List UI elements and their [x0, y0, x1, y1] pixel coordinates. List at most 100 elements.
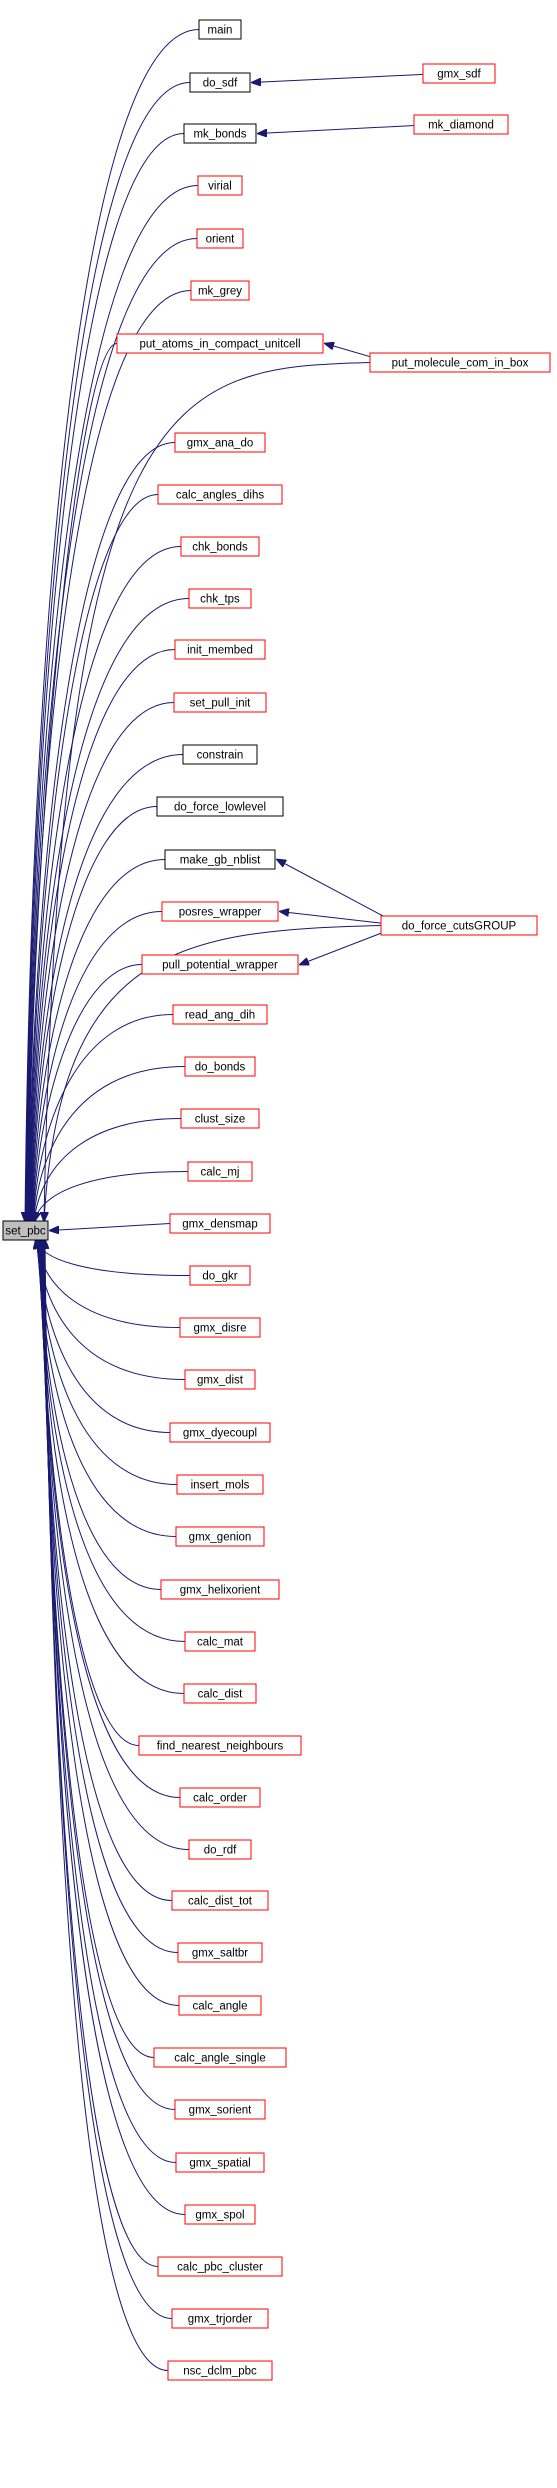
- edge-do-force-lowlevel-to-set-pbc: [31, 806, 158, 1222]
- node-insert-mols[interactable]: insert_mols: [176, 1474, 264, 1495]
- node-box: [187, 1161, 253, 1182]
- node-do-force-lowlevel[interactable]: do_force_lowlevel: [156, 796, 284, 817]
- edge-gmx-spatial-to-set-pbc: [43, 1240, 177, 2163]
- edges-layer: [25, 29, 444, 2371]
- node-do-sdf[interactable]: do_sdf: [189, 72, 251, 93]
- node-box: [422, 63, 496, 84]
- node-label: mk_bonds: [193, 129, 246, 141]
- node-label: gmx_dyecoupl: [183, 1428, 257, 1440]
- edge-gmx-genion-to-set-pbc: [38, 1240, 177, 1537]
- node-gmx-ana-do[interactable]: gmx_ana_do: [174, 432, 266, 453]
- node-gmx-dist[interactable]: gmx_dist: [184, 1369, 256, 1390]
- node-box: [369, 352, 551, 373]
- node-box: [172, 1004, 268, 1025]
- node-calc-angle[interactable]: calc_angle: [178, 1995, 262, 2016]
- node-chk-tps[interactable]: chk_tps: [188, 588, 252, 609]
- node-box: [178, 1995, 262, 2016]
- node-chk-bonds[interactable]: chk_bonds: [180, 536, 260, 557]
- node-mk-bonds[interactable]: mk_bonds: [183, 123, 257, 144]
- node-init-membed[interactable]: init_membed: [174, 639, 266, 660]
- node-gmx-sdf[interactable]: gmx_sdf: [422, 63, 496, 84]
- node-calc-dist[interactable]: calc_dist: [183, 1683, 257, 1704]
- node-pull-potential-wrapper[interactable]: pull_potential_wrapper: [141, 954, 299, 975]
- node-do-force-cutsGROUP[interactable]: do_force_cutsGROUP: [380, 915, 538, 936]
- node-box: [141, 954, 299, 975]
- node-box: [183, 123, 257, 144]
- node-constrain[interactable]: constrain: [182, 744, 258, 765]
- node-label: calc_angles_dihs: [176, 490, 264, 502]
- node-label: insert_mols: [191, 1480, 250, 1492]
- edge-chk-tps-to-set-pbc: [30, 598, 190, 1222]
- node-gmx-spatial[interactable]: gmx_spatial: [175, 2152, 265, 2173]
- edge-virial-to-set-pbc: [26, 185, 199, 1222]
- node-do-rdf[interactable]: do_rdf: [188, 1839, 252, 1860]
- node-calc-order[interactable]: calc_order: [179, 1787, 261, 1808]
- node-gmx-disre[interactable]: gmx_disre: [179, 1317, 261, 1338]
- node-label: find_nearest_neighbours: [157, 1741, 284, 1753]
- node-calc-mj[interactable]: calc_mj: [187, 1161, 253, 1182]
- node-gmx-spol[interactable]: gmx_spol: [184, 2204, 256, 2225]
- node-gmx-saltbr[interactable]: gmx_saltbr: [177, 1942, 263, 1963]
- node-box: [180, 536, 260, 557]
- edge-gmx-trjorder-to-set-pbc: [45, 1240, 173, 2319]
- edge-put-atoms-in-compact-unitcell-to-set-pbc: [28, 343, 118, 1222]
- node-box: [176, 1474, 264, 1495]
- node-mk-diamond[interactable]: mk_diamond: [413, 114, 509, 135]
- node-make-gb-nblist[interactable]: make_gb_nblist: [164, 849, 276, 870]
- node-box: [188, 1839, 252, 1860]
- edge-gmx-helixorient-to-set-pbc: [38, 1240, 162, 1590]
- node-calc-angles-dihs[interactable]: calc_angles_dihs: [157, 484, 283, 505]
- node-box: [116, 333, 324, 354]
- node-calc-mat[interactable]: calc_mat: [184, 1631, 256, 1652]
- node-find-nearest-neighbours[interactable]: find_nearest_neighbours: [138, 1735, 302, 1756]
- node-posres-wrapper[interactable]: posres_wrapper: [161, 901, 279, 922]
- node-mk-grey[interactable]: mk_grey: [190, 280, 250, 301]
- node-gmx-genion[interactable]: gmx_genion: [175, 1526, 265, 1547]
- node-nsc-dclm-pbc[interactable]: nsc_dclm_pbc: [167, 2360, 273, 2381]
- node-calc-dist-tot[interactable]: calc_dist_tot: [171, 1890, 269, 1911]
- node-label: calc_dist: [198, 1689, 244, 1701]
- node-put-molecule-com-in-box[interactable]: put_molecule_com_in_box: [369, 352, 551, 373]
- edge-do-bonds-to-set-pbc: [34, 1066, 186, 1222]
- node-clust-size[interactable]: clust_size: [180, 1108, 260, 1129]
- edge-gmx-densmap-to-set-pbc: [50, 1223, 171, 1231]
- node-box: [197, 175, 243, 196]
- node-label: pull_potential_wrapper: [162, 960, 278, 972]
- node-orient[interactable]: orient: [196, 228, 244, 249]
- node-gmx-dyecoupl[interactable]: gmx_dyecoupl: [169, 1422, 271, 1443]
- node-label: do_force_cutsGROUP: [402, 921, 517, 933]
- edge-gmx-dyecoupl-to-set-pbc: [37, 1240, 171, 1433]
- node-label: mk_diamond: [428, 120, 494, 132]
- node-set-pull-init[interactable]: set_pull_init: [173, 692, 267, 713]
- node-gmx-trjorder[interactable]: gmx_trjorder: [171, 2308, 269, 2329]
- node-do-gkr[interactable]: do_gkr: [189, 1265, 251, 1286]
- node-read-ang-dih[interactable]: read_ang_dih: [172, 1004, 268, 1025]
- node-label: clust_size: [195, 1114, 246, 1126]
- node-box: [413, 114, 509, 135]
- edge-posres-wrapper-to-set-pbc: [32, 911, 163, 1222]
- node-label: gmx_sorient: [189, 2105, 252, 2117]
- node-main[interactable]: main: [198, 19, 242, 40]
- node-box: [2, 1220, 49, 1241]
- node-set-pbc[interactable]: set_pbc: [2, 1220, 49, 1241]
- node-calc-pbc-cluster[interactable]: calc_pbc_cluster: [157, 2256, 283, 2277]
- node-gmx-sorient[interactable]: gmx_sorient: [174, 2099, 266, 2120]
- node-label: do_bonds: [195, 1062, 246, 1074]
- node-calc-angle-single[interactable]: calc_angle_single: [153, 2047, 287, 2068]
- node-box: [190, 280, 250, 301]
- node-gmx-helixorient[interactable]: gmx_helixorient: [160, 1579, 280, 1600]
- node-put-atoms-in-compact-unitcell[interactable]: put_atoms_in_compact_unitcell: [116, 333, 324, 354]
- node-virial[interactable]: virial: [197, 175, 243, 196]
- edge-gmx-sdf-to-do-sdf: [252, 73, 444, 83]
- node-label: gmx_spatial: [189, 2158, 250, 2170]
- node-box: [198, 19, 242, 40]
- node-box: [189, 72, 251, 93]
- node-box: [169, 1422, 271, 1443]
- node-label: gmx_ana_do: [187, 438, 254, 450]
- edge-calc-dist-to-set-pbc: [39, 1240, 185, 1694]
- node-do-bonds[interactable]: do_bonds: [184, 1056, 256, 1077]
- node-box: [171, 1890, 269, 1911]
- node-gmx-densmap[interactable]: gmx_densmap: [169, 1213, 271, 1234]
- node-label: gmx_disre: [193, 1323, 246, 1335]
